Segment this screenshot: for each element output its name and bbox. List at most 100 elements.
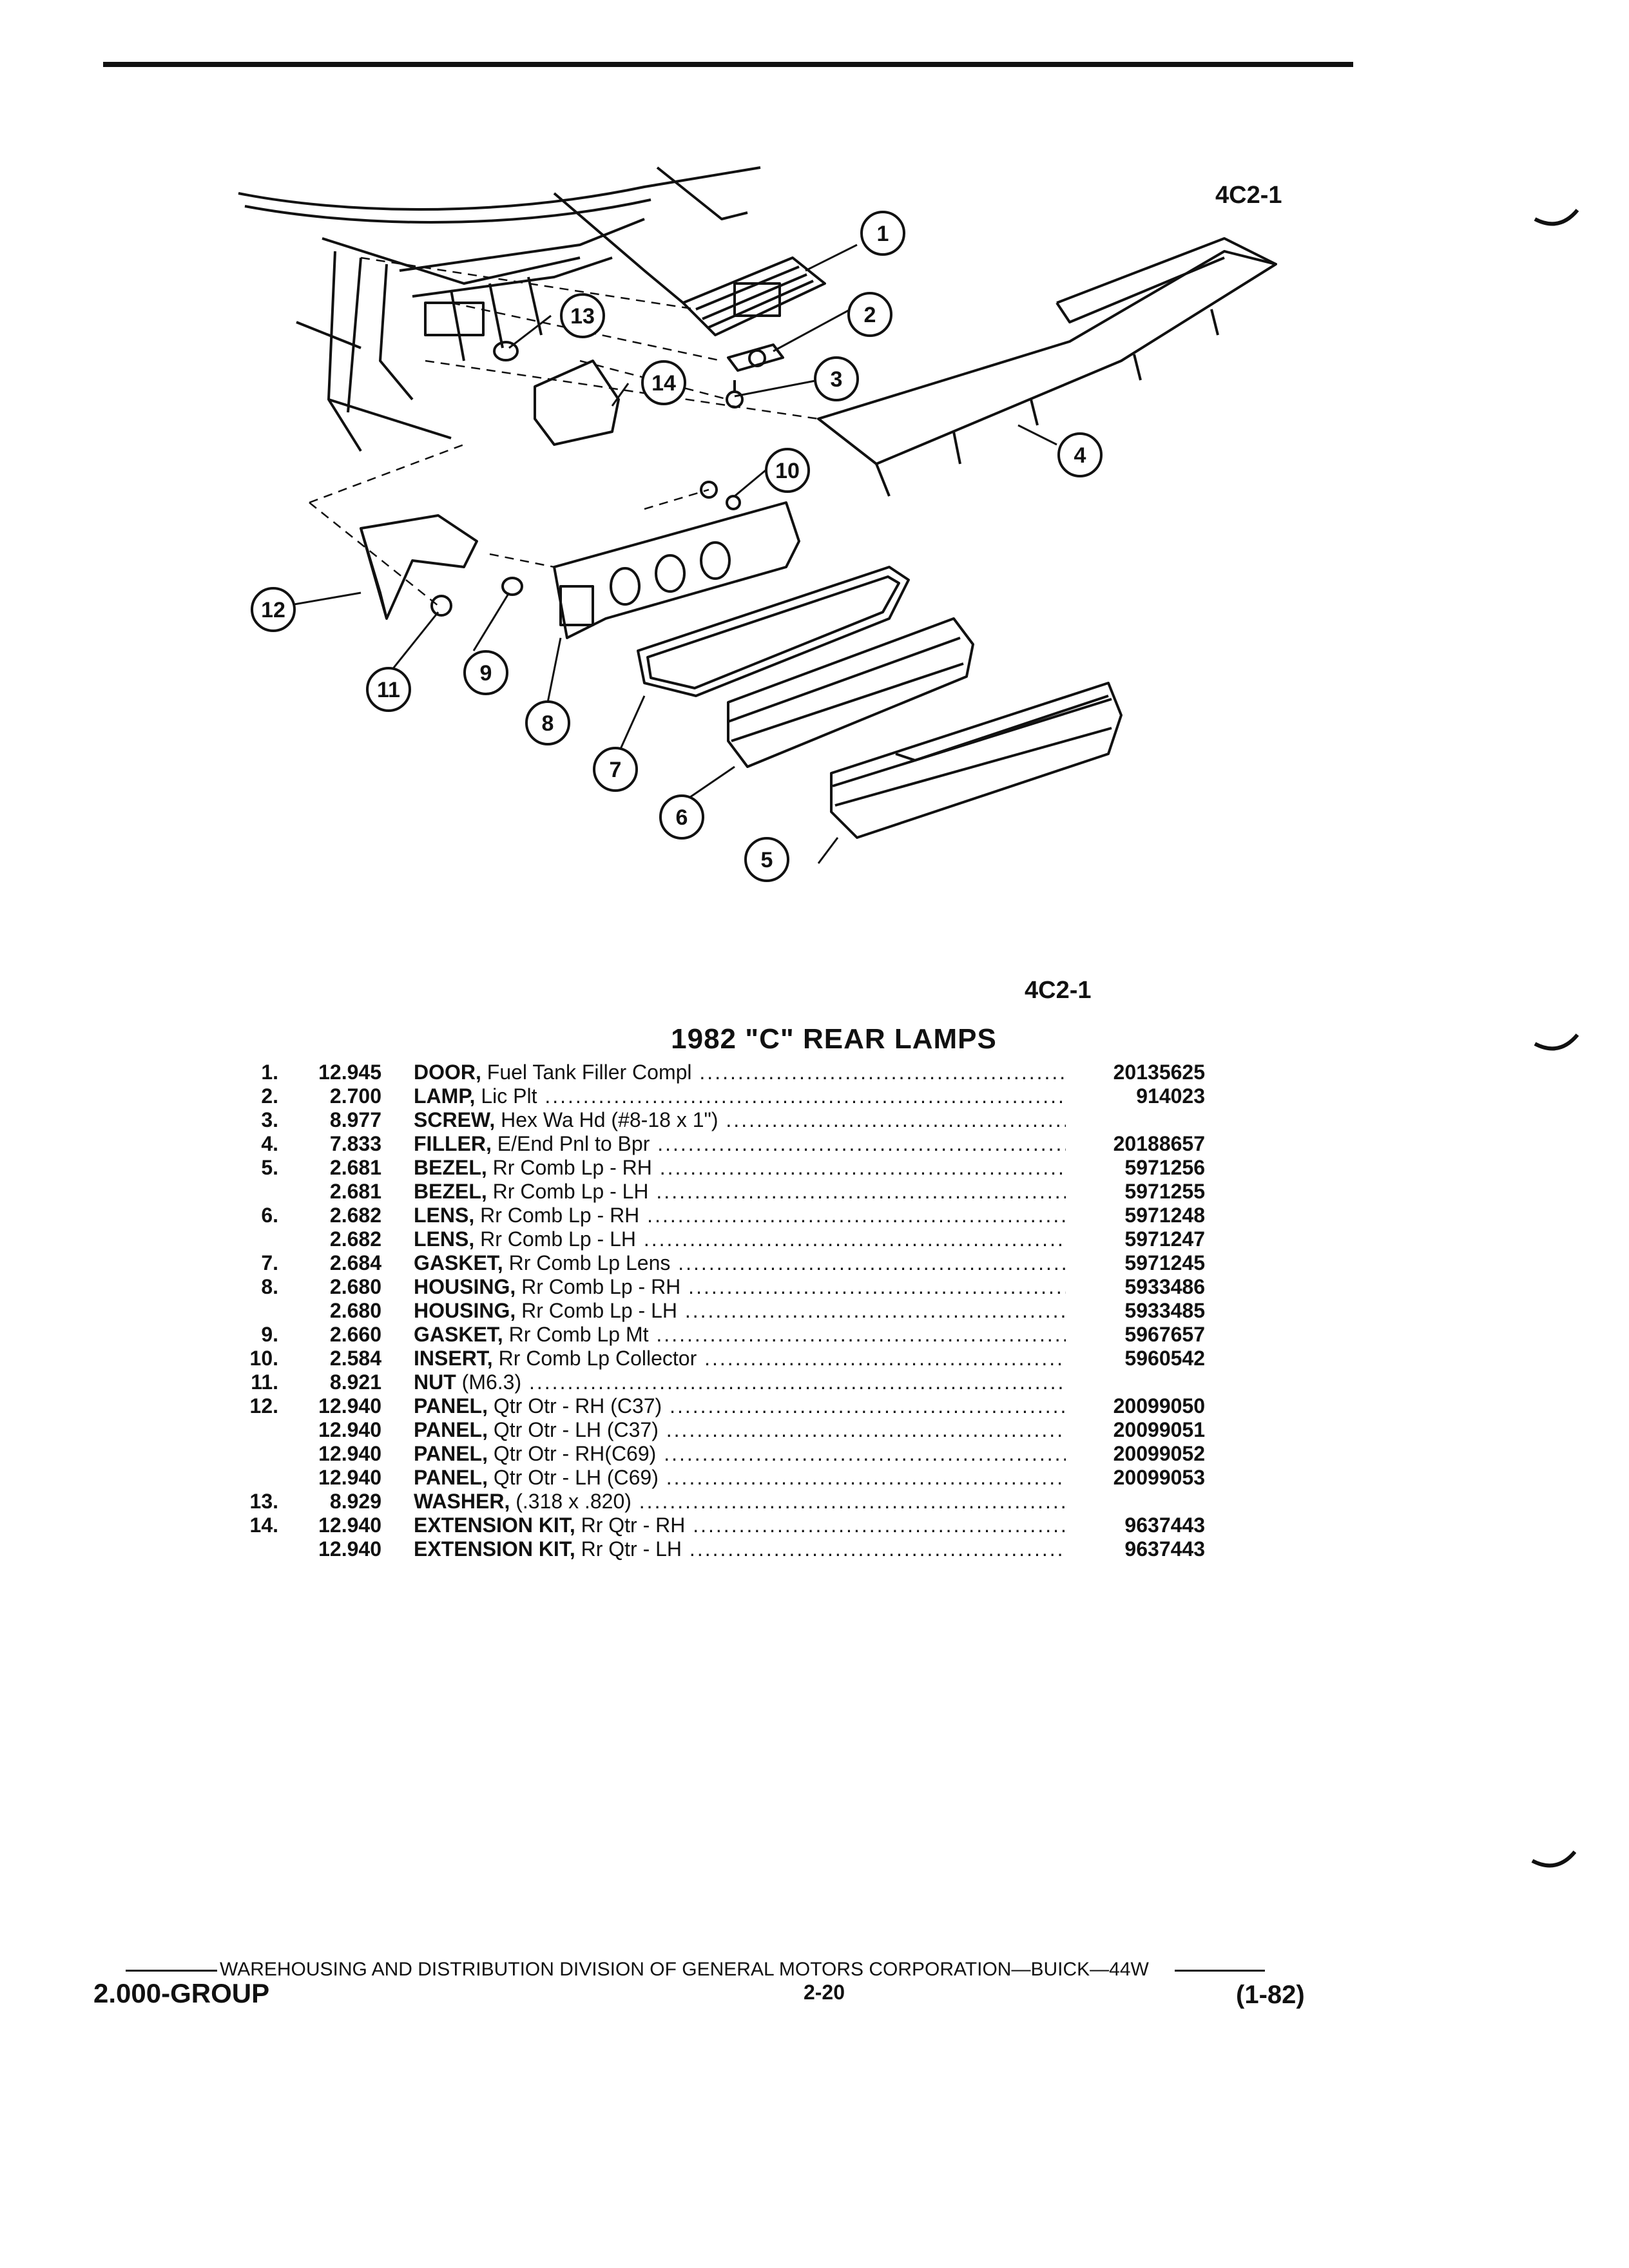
group-number: 12.940: [318, 1537, 381, 1561]
extension-kit: [534, 360, 620, 446]
dot-leader: ........................................…: [678, 1251, 1066, 1274]
dot-leader: ........................................…: [666, 1466, 1066, 1489]
page-title: 1982 "C" REAR LAMPS: [671, 1023, 997, 1055]
callout-14: 14: [641, 360, 686, 405]
group-number: 2.681: [329, 1156, 381, 1179]
callout-10: 10: [765, 448, 810, 493]
part-detail: Rr Qtr - RH: [581, 1514, 686, 1537]
part-description: PANEL, Qtr Otr - LH (C69) ..............…: [414, 1466, 1066, 1490]
item-number: 7.: [261, 1251, 278, 1274]
svg-text:6: 6: [676, 805, 688, 830]
part-description: PANEL, Qtr Otr - RH (C37) ..............…: [414, 1394, 1066, 1418]
part-detail: Rr Comb Lp - RH: [480, 1204, 640, 1227]
callout-6: 6: [659, 794, 704, 840]
part-name: INSERT,: [414, 1347, 493, 1370]
top-rule: [103, 62, 1353, 67]
item-number: 13.: [249, 1490, 278, 1513]
group-number: 7.833: [329, 1132, 381, 1155]
group-number: 2.682: [329, 1227, 381, 1251]
dot-leader: ........................................…: [699, 1061, 1066, 1084]
part-number: 20099053: [1113, 1466, 1205, 1489]
part-number: 5960542: [1124, 1347, 1205, 1370]
item-number: 4.: [261, 1132, 278, 1155]
binder-mark-bottom: [1531, 1850, 1576, 1868]
part-name: NUT: [414, 1370, 456, 1394]
svg-text:11: 11: [377, 678, 400, 702]
part-description: DOOR, Fuel Tank Filler Compl ...........…: [414, 1061, 1066, 1084]
part-detail: Rr Comb Lp - RH: [521, 1275, 681, 1298]
part-name: LENS,: [414, 1204, 475, 1227]
part-detail: Rr Comb Lp - LH: [521, 1299, 677, 1322]
footer-division: WAREHOUSING AND DISTRIBUTION DIVISION OF…: [126, 1959, 1265, 1981]
binder-mark-top: [1534, 209, 1579, 226]
part-name: LAMP,: [414, 1084, 476, 1108]
part-name: EXTENSION KIT,: [414, 1537, 575, 1561]
parts-row: 4. 7.833 FILLER, E/End Pnl to Bpr ........…: [238, 1132, 1205, 1156]
item-number: 8.: [261, 1275, 278, 1298]
svg-text:9: 9: [480, 661, 492, 686]
assembly-lines: [309, 256, 819, 606]
part-name: HOUSING,: [414, 1275, 516, 1298]
nut-11: [430, 595, 452, 617]
dot-leader: ........................................…: [688, 1275, 1066, 1298]
part-number: 20135625: [1113, 1061, 1205, 1084]
part-detail: Rr Comb Lp Lens: [508, 1251, 671, 1274]
part-number: 5933485: [1124, 1299, 1205, 1322]
part-detail: Fuel Tank Filler Compl: [487, 1061, 692, 1084]
item-number: 14.: [249, 1514, 278, 1537]
part-detail: E/End Pnl to Bpr: [497, 1132, 650, 1155]
svg-text:2: 2: [864, 303, 876, 327]
part-number: 9637443: [1124, 1514, 1205, 1537]
part-name: PANEL,: [414, 1394, 488, 1418]
quarter-outer-panel: [360, 514, 478, 620]
part-number: 5971245: [1124, 1251, 1205, 1274]
part-detail: (M6.3): [461, 1370, 522, 1394]
group-number: 2.682: [329, 1204, 381, 1227]
part-name: EXTENSION KIT,: [414, 1514, 575, 1537]
part-detail: Hex Wa Hd (#8-18 x 1"): [501, 1108, 718, 1131]
part-detail: (.318 x .820): [516, 1490, 631, 1513]
callout-13: 13: [560, 293, 605, 338]
group-number: 12.940: [318, 1394, 381, 1418]
part-number: 5967657: [1124, 1323, 1205, 1346]
part-name: BEZEL,: [414, 1180, 487, 1203]
callout-2: 2: [847, 292, 892, 337]
part-name: PANEL,: [414, 1466, 488, 1489]
svg-text:7: 7: [610, 758, 622, 782]
part-name: PANEL,: [414, 1418, 488, 1441]
item-number: 1.: [261, 1061, 278, 1084]
lamp-housing: [553, 501, 800, 639]
footer-group: 2.000-GROUP: [93, 1978, 270, 2008]
part-description: HOUSING, Rr Comb Lp - LH ...............…: [414, 1299, 1066, 1323]
dot-leader: ........................................…: [659, 1156, 1066, 1179]
group-number: 2.700: [329, 1084, 381, 1108]
svg-text:1: 1: [877, 222, 889, 246]
part-detail: Qtr Otr - RH (C37): [493, 1394, 662, 1418]
figure-code-bottom: 4C2-1: [1025, 977, 1092, 1004]
part-description: FILLER, E/End Pnl to Bpr ...............…: [414, 1132, 1066, 1156]
part-number: 20099051: [1113, 1418, 1205, 1441]
washer-13: [493, 341, 519, 361]
gasket-9: [501, 577, 523, 596]
group-number: 8.929: [329, 1490, 381, 1513]
group-number: 2.660: [329, 1323, 381, 1346]
callout-9: 9: [463, 650, 508, 695]
part-description: GASKET, Rr Comb Lp Mt ..................…: [414, 1323, 1066, 1347]
dot-leader: ........................................…: [656, 1180, 1066, 1203]
callout-leaders: [286, 244, 1057, 864]
part-description: HOUSING, Rr Comb Lp - RH ...............…: [414, 1275, 1066, 1299]
group-number: 12.940: [318, 1514, 381, 1537]
callout-11: 11: [366, 667, 411, 712]
lens-gasket: [637, 566, 910, 697]
part-number: 5971255: [1124, 1180, 1205, 1203]
group-number: 2.684: [329, 1251, 381, 1274]
part-description: INSERT, Rr Comb Lp Collector ...........…: [414, 1347, 1066, 1370]
part-detail: Rr Comb Lp Collector: [498, 1347, 697, 1370]
group-number: 8.977: [329, 1108, 381, 1131]
